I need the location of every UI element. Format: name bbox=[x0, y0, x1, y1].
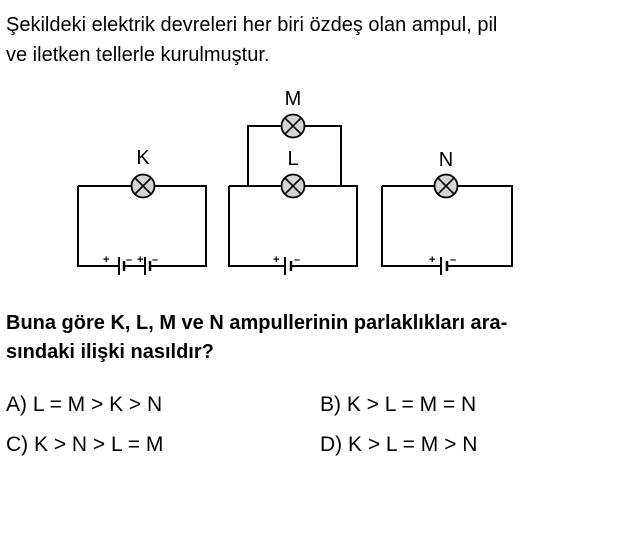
option-d[interactable]: D) K > L = M > N bbox=[320, 433, 478, 456]
bulb-k bbox=[130, 173, 156, 199]
circuit-n-battery: + – bbox=[429, 254, 456, 275]
bulb-n bbox=[433, 173, 459, 199]
circuit-diagram: + – + – K + – M L + – N bbox=[77, 88, 513, 275]
minus-sign-n: – bbox=[450, 254, 456, 266]
bulb-l bbox=[280, 173, 306, 199]
circuit-n-wire bbox=[381, 185, 513, 267]
question-line-2: sındaki ilişki nasıldır? bbox=[6, 341, 214, 363]
plus-sign-k2: + bbox=[137, 254, 143, 266]
bulb-m-label: M bbox=[285, 88, 302, 110]
plus-sign-k1: + bbox=[103, 254, 109, 266]
circuit-lm: + – M L bbox=[228, 88, 358, 275]
bulb-l-label: L bbox=[287, 148, 298, 170]
question-line-1: Buna göre K, L, M ve N ampullerinin parl… bbox=[6, 312, 508, 334]
bulb-k-label: K bbox=[136, 147, 150, 169]
bulb-m bbox=[280, 113, 306, 139]
intro-line-2: ve iletken tellerle kurulmuştur. bbox=[6, 44, 270, 66]
circuit-k: + – + – K bbox=[77, 147, 207, 275]
plus-sign-n: + bbox=[429, 254, 435, 266]
circuit-k-wire bbox=[77, 185, 207, 267]
question-text: Buna göre K, L, M ve N ampullerinin parl… bbox=[6, 309, 618, 367]
minus-sign-lm: – bbox=[294, 254, 300, 266]
intro-text: Şekildeki elektrik devreleri her biri öz… bbox=[6, 10, 618, 70]
option-a[interactable]: A) L = M > K > N bbox=[6, 393, 163, 416]
circuit-n: + – N bbox=[381, 149, 513, 275]
intro-line-1: Şekildeki elektrik devreleri her biri öz… bbox=[6, 14, 498, 36]
minus-sign-k2: – bbox=[152, 254, 158, 266]
option-b[interactable]: B) K > L = M = N bbox=[320, 393, 477, 416]
bulb-n-label: N bbox=[439, 149, 453, 171]
minus-sign-k1: – bbox=[126, 254, 132, 266]
option-c[interactable]: C) K > N > L = M bbox=[6, 433, 164, 456]
plus-sign-lm: + bbox=[273, 254, 279, 266]
circuit-lm-battery: + – bbox=[273, 254, 300, 275]
circuit-lm-wire bbox=[228, 125, 358, 267]
circuit-k-battery: + – + – bbox=[103, 254, 166, 275]
